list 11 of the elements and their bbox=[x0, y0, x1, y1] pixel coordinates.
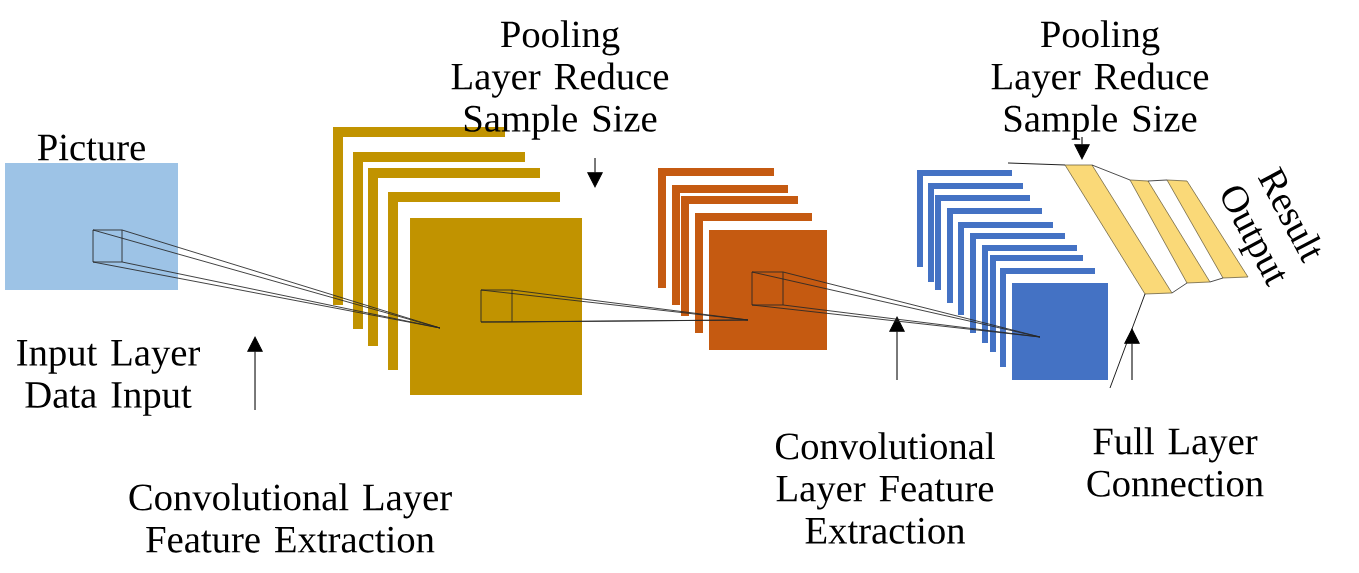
node-label: Picture bbox=[37, 134, 145, 161]
layer-label: Result Output bbox=[1222, 165, 1321, 288]
layer-label: Convolutional Layer Feature Extraction bbox=[129, 483, 452, 553]
picture-box: Picture bbox=[5, 134, 178, 290]
layer-label: Pooling Layer Reduce Sample Size bbox=[451, 20, 669, 140]
layer-label: Full Layer Connection bbox=[1087, 427, 1264, 497]
layer-label: Input Layer Data Input bbox=[17, 340, 200, 416]
layer-label: Convolutional Layer Feature Extraction bbox=[776, 432, 995, 544]
layer-label: Pooling Layer Reduce Sample Size bbox=[991, 20, 1209, 140]
feature-map-stack bbox=[658, 168, 827, 350]
feature-map-stack bbox=[917, 170, 1108, 380]
